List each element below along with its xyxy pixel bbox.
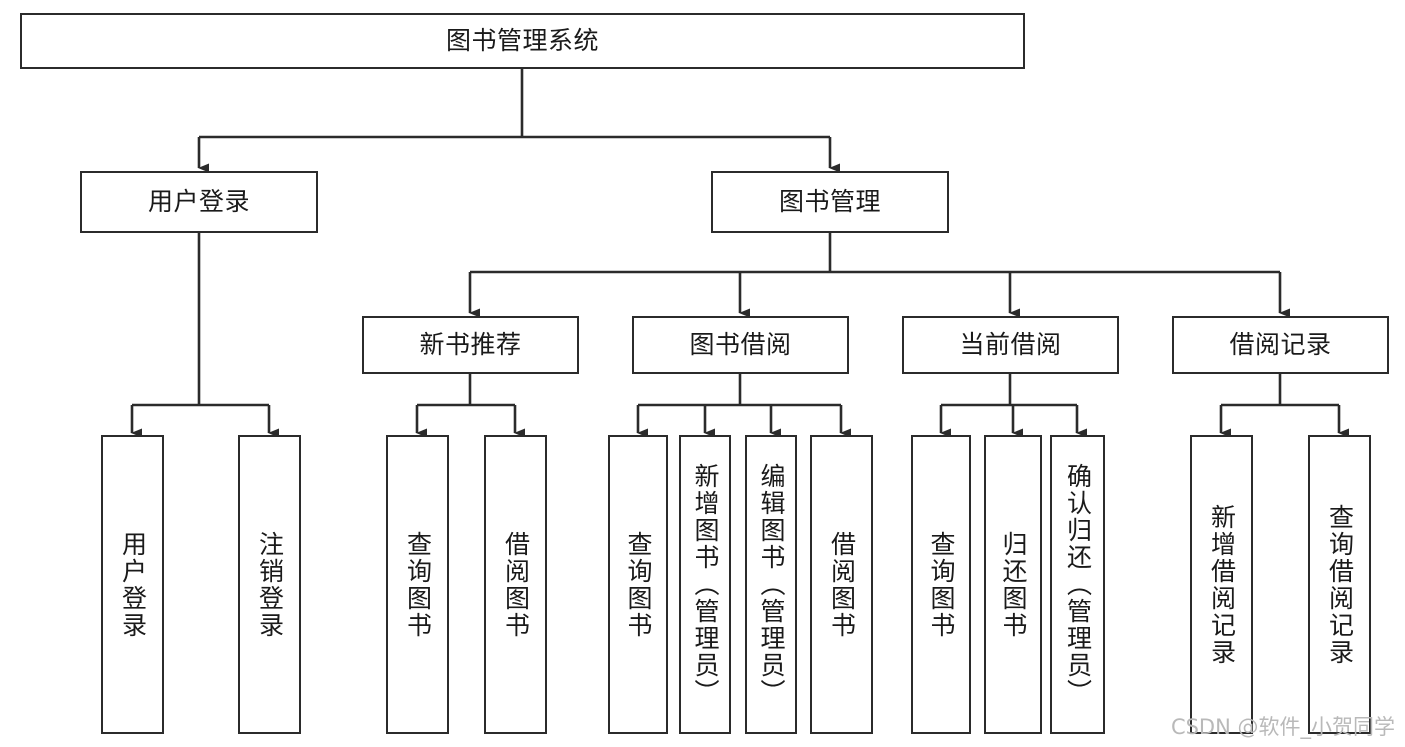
node-label: 借阅图书 bbox=[501, 530, 531, 639]
watermark: CSDN @软件_小贺同学 bbox=[1170, 715, 1395, 739]
node-user-login[interactable]: 用户登录 bbox=[80, 171, 318, 233]
node-label: 用户登录 bbox=[118, 530, 148, 639]
node-label: 新增图书（管理员） bbox=[691, 463, 720, 706]
node-label: 图书管理系统 bbox=[445, 26, 599, 56]
node-label: 图书管理 bbox=[778, 187, 881, 217]
node-leaf-query-book-current[interactable]: 查询图书 bbox=[911, 435, 971, 734]
node-new-book-recommend[interactable]: 新书推荐 bbox=[362, 316, 579, 374]
node-label: 借阅图书 bbox=[827, 530, 857, 639]
node-label: 查询图书 bbox=[403, 530, 433, 639]
node-book-borrow[interactable]: 图书借阅 bbox=[632, 316, 849, 374]
node-leaf-query-book-borrow[interactable]: 查询图书 bbox=[608, 435, 668, 734]
node-label: 新增借阅记录 bbox=[1207, 503, 1237, 666]
node-label: 查询借阅记录 bbox=[1325, 503, 1355, 666]
node-leaf-confirm-return-admin[interactable]: 确认归还（管理员） bbox=[1050, 435, 1105, 734]
node-label: 编辑图书（管理员） bbox=[757, 463, 786, 706]
node-label: 图书借阅 bbox=[689, 330, 792, 360]
node-leaf-edit-book-admin[interactable]: 编辑图书（管理员） bbox=[745, 435, 797, 734]
node-leaf-borrow-book[interactable]: 借阅图书 bbox=[810, 435, 873, 734]
node-leaf-borrow-book-recommend[interactable]: 借阅图书 bbox=[484, 435, 547, 734]
node-label: 用户登录 bbox=[147, 187, 250, 217]
node-label: 当前借阅 bbox=[959, 330, 1062, 360]
node-label: 注销登录 bbox=[255, 530, 285, 639]
node-leaf-user-login[interactable]: 用户登录 bbox=[101, 435, 164, 734]
node-borrow-record[interactable]: 借阅记录 bbox=[1172, 316, 1389, 374]
node-leaf-query-borrow-record[interactable]: 查询借阅记录 bbox=[1308, 435, 1371, 734]
node-label: 借阅记录 bbox=[1229, 330, 1332, 360]
node-label: 查询图书 bbox=[624, 530, 653, 639]
node-label: 新书推荐 bbox=[419, 330, 522, 360]
node-current-borrow[interactable]: 当前借阅 bbox=[902, 316, 1119, 374]
node-leaf-add-borrow-record[interactable]: 新增借阅记录 bbox=[1190, 435, 1253, 734]
node-leaf-return-book[interactable]: 归还图书 bbox=[984, 435, 1042, 734]
node-book-management[interactable]: 图书管理 bbox=[711, 171, 949, 233]
node-leaf-logout[interactable]: 注销登录 bbox=[238, 435, 301, 734]
node-label: 归还图书 bbox=[999, 530, 1028, 639]
node-label: 查询图书 bbox=[927, 530, 956, 639]
node-leaf-add-book-admin[interactable]: 新增图书（管理员） bbox=[679, 435, 731, 734]
node-leaf-query-book-recommend[interactable]: 查询图书 bbox=[386, 435, 449, 734]
node-label: 确认归还（管理员） bbox=[1063, 463, 1093, 706]
node-system-title[interactable]: 图书管理系统 bbox=[20, 13, 1025, 69]
